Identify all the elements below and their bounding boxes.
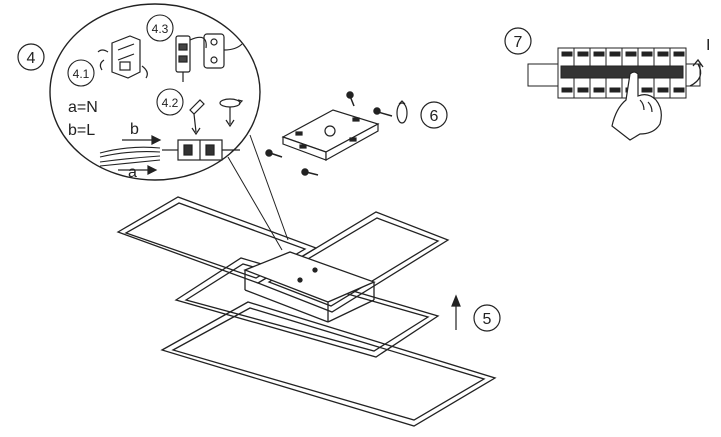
step-6-marker: 6 <box>420 101 448 129</box>
screw-rotate-icon <box>396 100 408 124</box>
wire-a-arrow <box>118 165 158 175</box>
step-7-number: 7 <box>514 34 523 51</box>
wire-b-arrow <box>122 135 162 145</box>
wire-connector-icon <box>162 139 240 161</box>
terminal-bracket-icon <box>97 35 148 79</box>
step-4-1-number: 4.1 <box>73 67 90 81</box>
lamp-frame <box>116 196 497 427</box>
step-4-3-marker: 4.3 <box>146 14 174 42</box>
step-4-1-marker: 4.1 <box>67 59 95 87</box>
step-4-3-number: 4.3 <box>152 22 169 36</box>
step-4-marker: 4 <box>17 43 45 71</box>
step-5-marker: 5 <box>473 304 501 332</box>
breaker-panel-icon <box>527 47 701 99</box>
live-label: b=L <box>68 122 95 139</box>
switch-on-mark: I <box>706 37 710 54</box>
rotate-arrow-icon <box>219 98 244 128</box>
wire-b-label: b <box>130 121 139 138</box>
step-5-number: 5 <box>483 311 492 328</box>
switch-up-arrow-icon <box>689 58 704 87</box>
step-7-marker: 7 <box>504 27 532 55</box>
screw-icon <box>265 91 393 176</box>
screwdriver-icon <box>189 99 205 136</box>
lift-arrow-icon <box>451 294 461 330</box>
mounting-plate <box>281 109 380 162</box>
step-4-2-number: 4.2 <box>162 96 179 110</box>
step-6-number: 6 <box>430 108 439 125</box>
wiring-detail-bubble <box>49 3 289 251</box>
wire-a-label: a <box>128 164 137 181</box>
step-4-number: 4 <box>27 50 36 67</box>
wires-icon <box>99 146 161 167</box>
neutral-label: a=N <box>68 99 98 116</box>
step-4-2-marker: 4.2 <box>156 88 184 116</box>
connector-block-icon <box>175 33 243 82</box>
hand-icon <box>611 71 662 141</box>
